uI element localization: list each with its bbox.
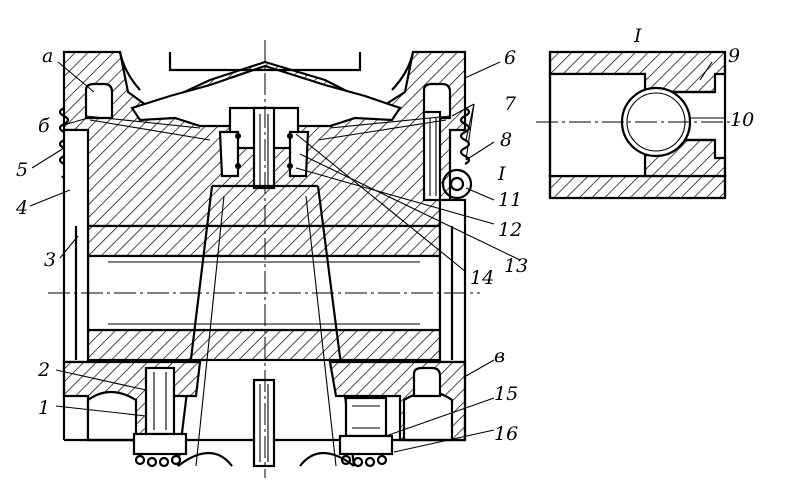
label-12: 12 xyxy=(498,219,522,241)
detail-view-i xyxy=(536,50,740,200)
callout-labels: a б 5 4 3 2 1 6 7 8 I 11 12 13 14 в 15 1… xyxy=(15,25,754,445)
label-6: 6 xyxy=(504,47,516,69)
leader-lines xyxy=(29,61,726,453)
bolt-lower-left xyxy=(132,366,188,468)
label-10: 10 xyxy=(730,109,754,131)
label-detail-i: I xyxy=(497,163,506,185)
pin-boss-lower xyxy=(86,328,442,362)
label-11: 11 xyxy=(498,189,522,211)
label-5: 5 xyxy=(16,159,28,181)
label-2: 2 xyxy=(37,359,50,381)
label-7: 7 xyxy=(504,93,517,115)
oil-tube xyxy=(422,110,442,202)
label-b: б xyxy=(38,115,50,137)
label-v: в xyxy=(494,345,505,367)
right-pocket xyxy=(422,82,452,120)
label-4: 4 xyxy=(15,197,28,219)
label-8: 8 xyxy=(500,129,512,151)
label-detail-view-title: I xyxy=(633,25,642,47)
label-3: 3 xyxy=(44,249,56,271)
pin-boss-upper xyxy=(86,224,442,258)
bolt-lower-center xyxy=(252,378,276,468)
label-a: a xyxy=(42,45,53,67)
crown-cavity xyxy=(130,64,402,128)
label-1: 1 xyxy=(38,397,50,419)
bolt-lower-right xyxy=(338,396,394,468)
center-bolt xyxy=(252,106,276,190)
label-9: 9 xyxy=(728,45,740,67)
detail-circle-marker xyxy=(441,168,473,200)
label-13: 13 xyxy=(504,255,528,277)
label-15: 15 xyxy=(494,383,518,405)
right-ring-pack xyxy=(441,107,473,200)
label-16: 16 xyxy=(494,423,518,445)
label-14: 14 xyxy=(470,267,494,289)
